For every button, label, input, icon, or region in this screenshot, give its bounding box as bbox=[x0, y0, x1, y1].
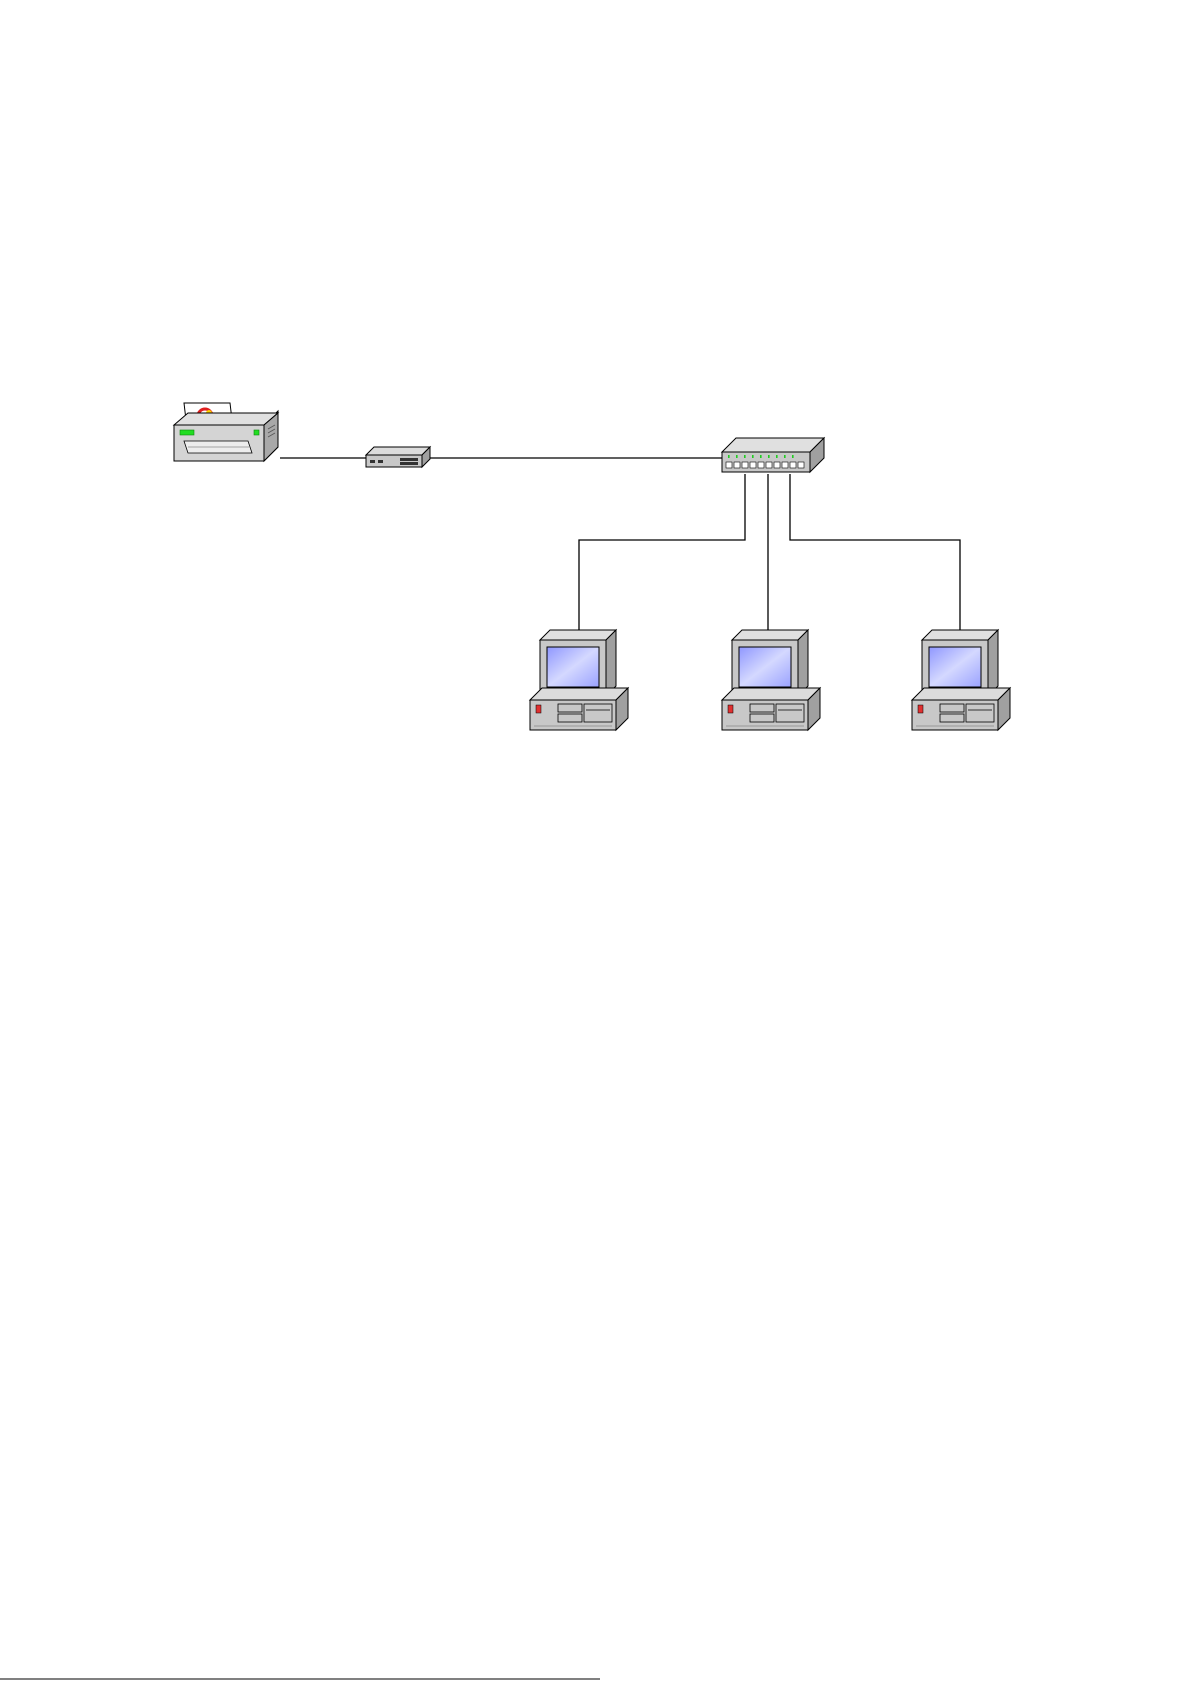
print-server-icon bbox=[366, 447, 430, 467]
printer-icon bbox=[174, 403, 278, 461]
desktop-computer-icon bbox=[722, 630, 820, 730]
desktop-computer-1 bbox=[530, 630, 628, 730]
link-switch-to-pc3 bbox=[790, 474, 960, 630]
desktop-computer-icon bbox=[530, 630, 628, 730]
link-switch-to-pc1 bbox=[579, 474, 745, 630]
desktop-computer-3 bbox=[912, 630, 1010, 730]
connections bbox=[280, 458, 960, 630]
switch-icon bbox=[722, 438, 824, 472]
desktop-computer-icon bbox=[912, 630, 1010, 730]
desktop-computer-2 bbox=[722, 630, 820, 730]
